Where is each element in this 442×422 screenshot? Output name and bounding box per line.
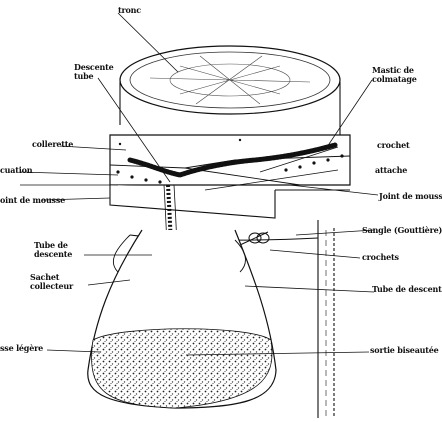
label-mastic: Mastic de colmatage (372, 66, 432, 84)
collecting-bag (88, 230, 276, 408)
label-mousse-legere: sse légère (0, 344, 43, 353)
label-fixation: cuation (0, 166, 32, 175)
label-descente-tube: Descente tube (74, 63, 120, 81)
label-sortie: sortie biseautée (370, 346, 439, 355)
label-collerette: collerette (32, 140, 73, 149)
label-crochet: crochet (377, 141, 410, 150)
label-sangle: Sangle (Gouttière) (362, 226, 442, 235)
label-attache: attache (375, 166, 407, 175)
label-tube-descente-left: Tube de descente (34, 241, 82, 259)
label-joint-mousse-right: Joint de mousse (379, 192, 442, 201)
label-sachet: Sachet collecteur (30, 273, 78, 291)
label-crochets: crochets (362, 253, 399, 262)
label-joint-mousse-left: oint de mousse (0, 196, 65, 205)
trunk-top (120, 46, 340, 114)
label-tronc: tronc (118, 6, 141, 15)
label-tube-descente-right: Tube de descente (372, 285, 442, 294)
